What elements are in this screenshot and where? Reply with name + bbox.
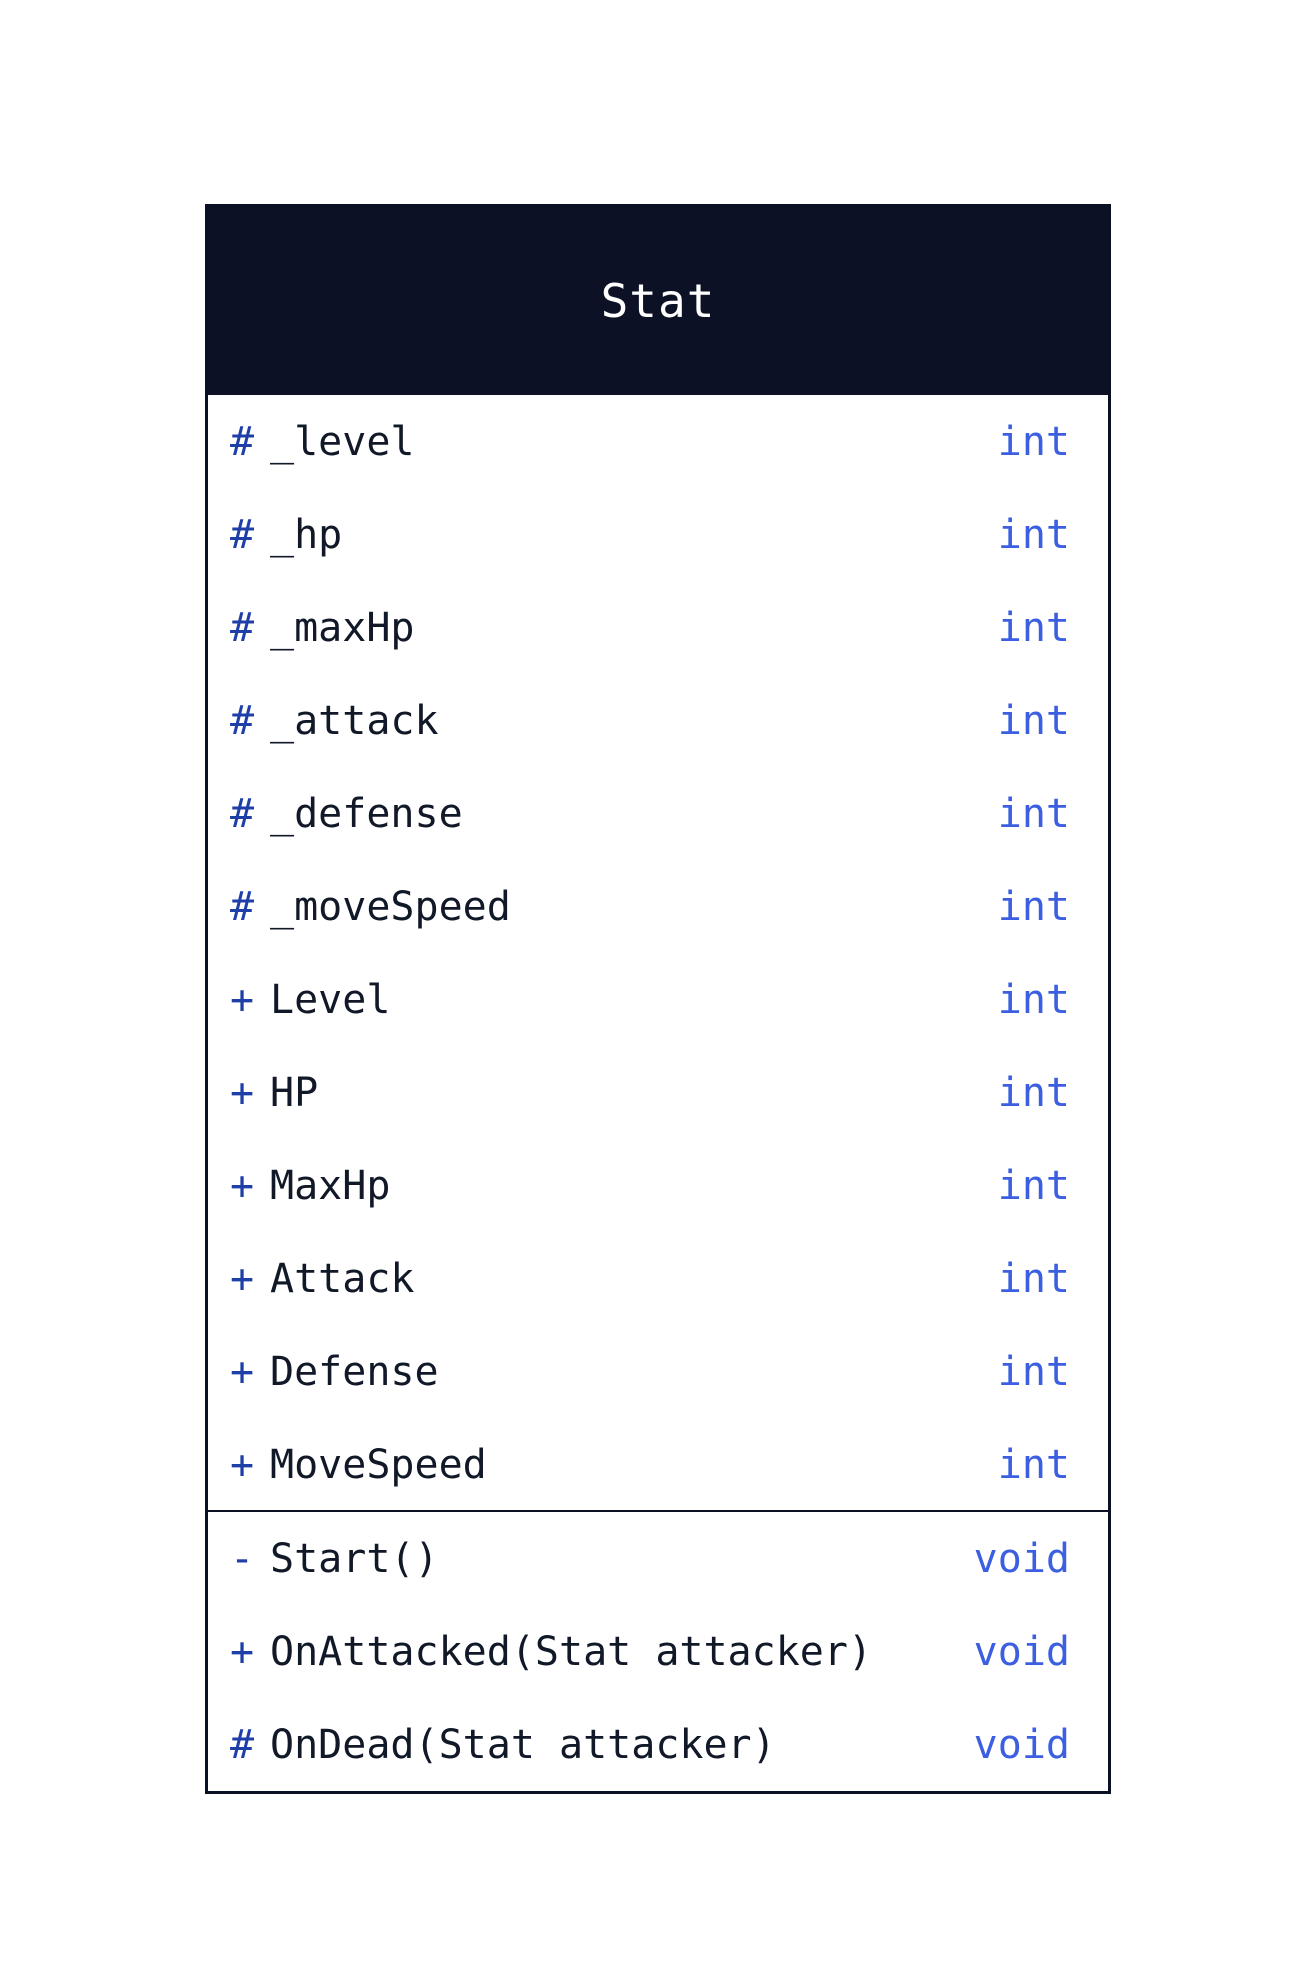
visibility-marker: + xyxy=(230,1162,255,1209)
attribute-type: int xyxy=(997,604,1070,651)
attribute-type: int xyxy=(997,1255,1070,1302)
attribute-name: _level xyxy=(270,418,415,465)
attribute-row: + MaxHp int xyxy=(208,1139,1108,1232)
attribute-row: + Defense int xyxy=(208,1325,1108,1418)
attribute-type: int xyxy=(997,697,1070,744)
attribute-row: + Level int xyxy=(208,953,1108,1046)
attribute-type: int xyxy=(997,1162,1070,1209)
visibility-marker: # xyxy=(230,1721,255,1768)
visibility-marker: + xyxy=(230,1255,255,1302)
operation-return-type: void xyxy=(973,1628,1070,1675)
visibility-marker: # xyxy=(230,604,255,651)
attribute-name: MoveSpeed xyxy=(270,1441,487,1488)
operation-return-type: void xyxy=(973,1535,1070,1582)
attribute-name: _maxHp xyxy=(270,604,415,651)
attribute-type: int xyxy=(997,976,1070,1023)
attribute-type: int xyxy=(997,1069,1070,1116)
attribute-row: # _moveSpeed int xyxy=(208,860,1108,953)
visibility-marker: # xyxy=(230,697,255,744)
attribute-row: # _level int xyxy=(208,395,1108,488)
attribute-name: Defense xyxy=(270,1348,439,1395)
attribute-row: # _maxHp int xyxy=(208,581,1108,674)
operation-row: -Start() void xyxy=(208,1512,1108,1605)
visibility-marker: + xyxy=(230,1348,255,1395)
class-name: Stat xyxy=(600,274,716,328)
attribute-type: int xyxy=(997,1348,1070,1395)
attribute-type: int xyxy=(997,1441,1070,1488)
attribute-name: _attack xyxy=(270,697,439,744)
operation-name: OnAttacked(Stat attacker) xyxy=(270,1628,873,1675)
attribute-name: MaxHp xyxy=(270,1162,391,1209)
attributes-section: # _level int # _hp int # _maxHp int # _attac… xyxy=(208,395,1108,1510)
operation-name: OnDead(Stat attacker) xyxy=(270,1721,776,1768)
attribute-row: + MoveSpeed int xyxy=(208,1418,1108,1511)
class-header: Stat xyxy=(208,207,1108,395)
operation-row: + OnAttacked(Stat attacker) void xyxy=(208,1605,1108,1698)
attribute-type: int xyxy=(997,790,1070,837)
uml-class-box: Stat # _level int # _hp int # _maxHp int # _… xyxy=(205,204,1111,1794)
attribute-row: # _attack int xyxy=(208,674,1108,767)
visibility-marker: - xyxy=(230,1535,255,1582)
visibility-marker: + xyxy=(230,1441,255,1488)
visibility-marker: + xyxy=(230,976,255,1023)
attribute-row: # _hp int xyxy=(208,488,1108,581)
attribute-name: Level xyxy=(270,976,391,1023)
attribute-type: int xyxy=(997,418,1070,465)
attribute-type: int xyxy=(997,883,1070,930)
operations-section: -Start() void + OnAttacked(Stat attacker)… xyxy=(208,1512,1108,1791)
operation-name: Start() xyxy=(270,1535,439,1582)
operation-row: # OnDead(Stat attacker) void xyxy=(208,1698,1108,1791)
visibility-marker: + xyxy=(230,1069,255,1116)
attribute-name: HP xyxy=(270,1069,319,1116)
attribute-name: _hp xyxy=(270,511,343,558)
attribute-name: _moveSpeed xyxy=(270,883,511,930)
attribute-row: + Attack int xyxy=(208,1232,1108,1325)
visibility-marker: # xyxy=(230,511,255,558)
visibility-marker: # xyxy=(230,418,255,465)
attribute-row: # _defense int xyxy=(208,767,1108,860)
visibility-marker: # xyxy=(230,790,255,837)
attribute-name: _defense xyxy=(270,790,463,837)
attribute-name: Attack xyxy=(270,1255,415,1302)
visibility-marker: + xyxy=(230,1628,255,1675)
attribute-row: + HP int xyxy=(208,1046,1108,1139)
operation-return-type: void xyxy=(973,1721,1070,1768)
attribute-type: int xyxy=(997,511,1070,558)
section-divider xyxy=(208,1510,1108,1512)
visibility-marker: # xyxy=(230,883,255,930)
